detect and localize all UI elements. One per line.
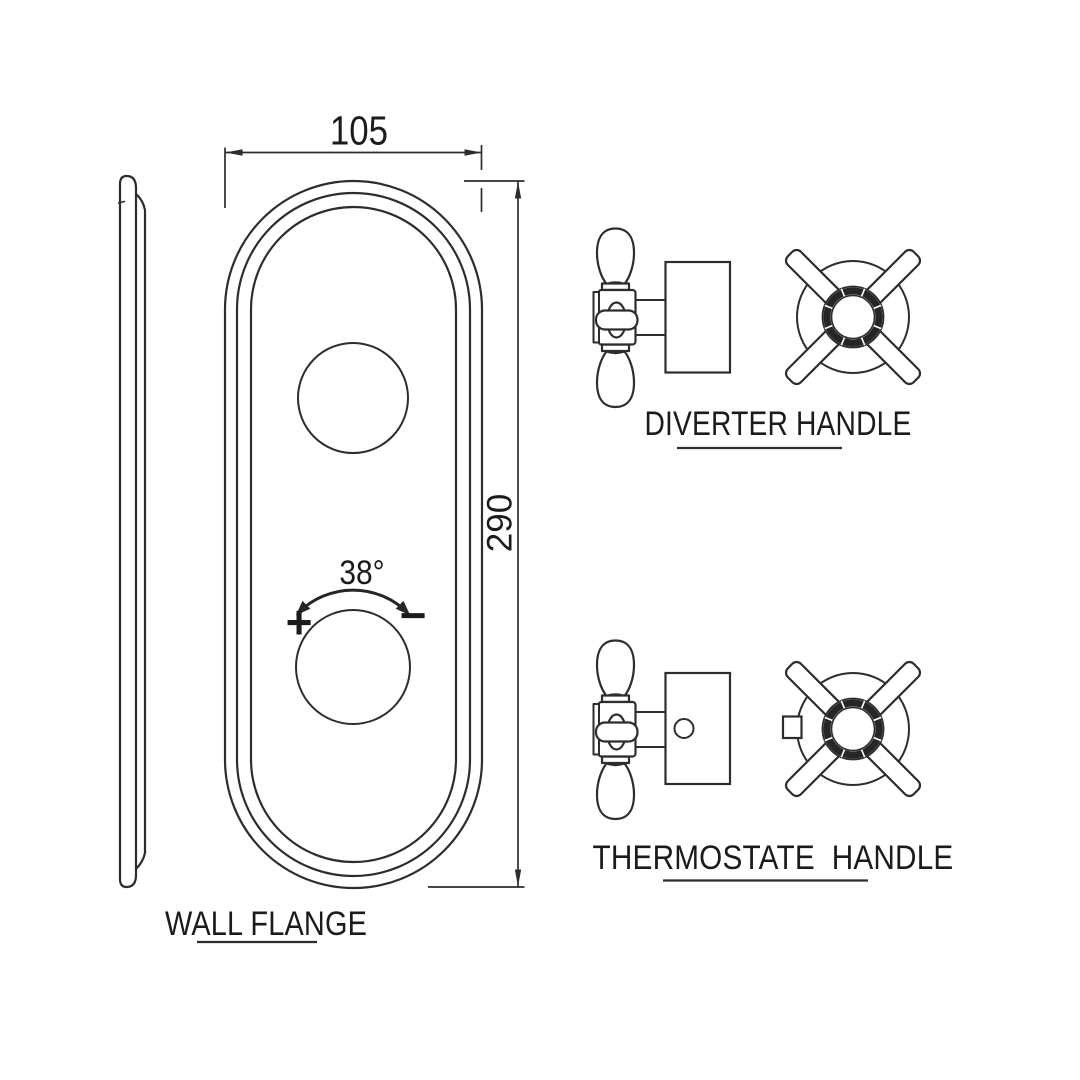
flange-middle-edge xyxy=(235,191,472,878)
thermostate-stop-tab xyxy=(781,715,803,740)
wall-flange-front-view xyxy=(223,179,484,890)
thermostate-handle-front-view xyxy=(783,660,922,799)
diverter-handle-front-view xyxy=(784,248,923,387)
flange-inner-edge xyxy=(249,205,458,864)
diverter-handle-label: DIVERTER HANDLE xyxy=(644,405,912,443)
thermostate-handle-label: THERMOSTATE HANDLE xyxy=(592,839,954,877)
diverter-body xyxy=(664,260,732,374)
wall-flange-label: WALL FLANGE xyxy=(164,905,368,943)
angle-dimension-value: 38° xyxy=(339,554,385,592)
temperature-decrease-symbol: − xyxy=(399,589,427,641)
wall-flange-side-view xyxy=(117,174,147,889)
height-dimension-lines xyxy=(428,180,525,888)
thermostate-handle-side-view xyxy=(592,639,732,821)
thermostat-hole xyxy=(295,609,411,725)
width-dimension-lines xyxy=(224,145,483,212)
width-dimension-value: 105 xyxy=(329,107,389,154)
angle-indicator-arc xyxy=(295,588,411,616)
height-dimension-value: 290 xyxy=(480,493,520,553)
label-underlines xyxy=(197,446,868,944)
diverter-stem xyxy=(634,299,667,336)
thermostate-override-button xyxy=(673,718,695,739)
thermostate-stem xyxy=(634,711,667,748)
diverter-hole xyxy=(297,342,409,454)
temperature-increase-symbol: + xyxy=(285,596,313,648)
diverter-handle-side-view xyxy=(592,227,732,409)
flange-outer-edge xyxy=(223,179,484,890)
